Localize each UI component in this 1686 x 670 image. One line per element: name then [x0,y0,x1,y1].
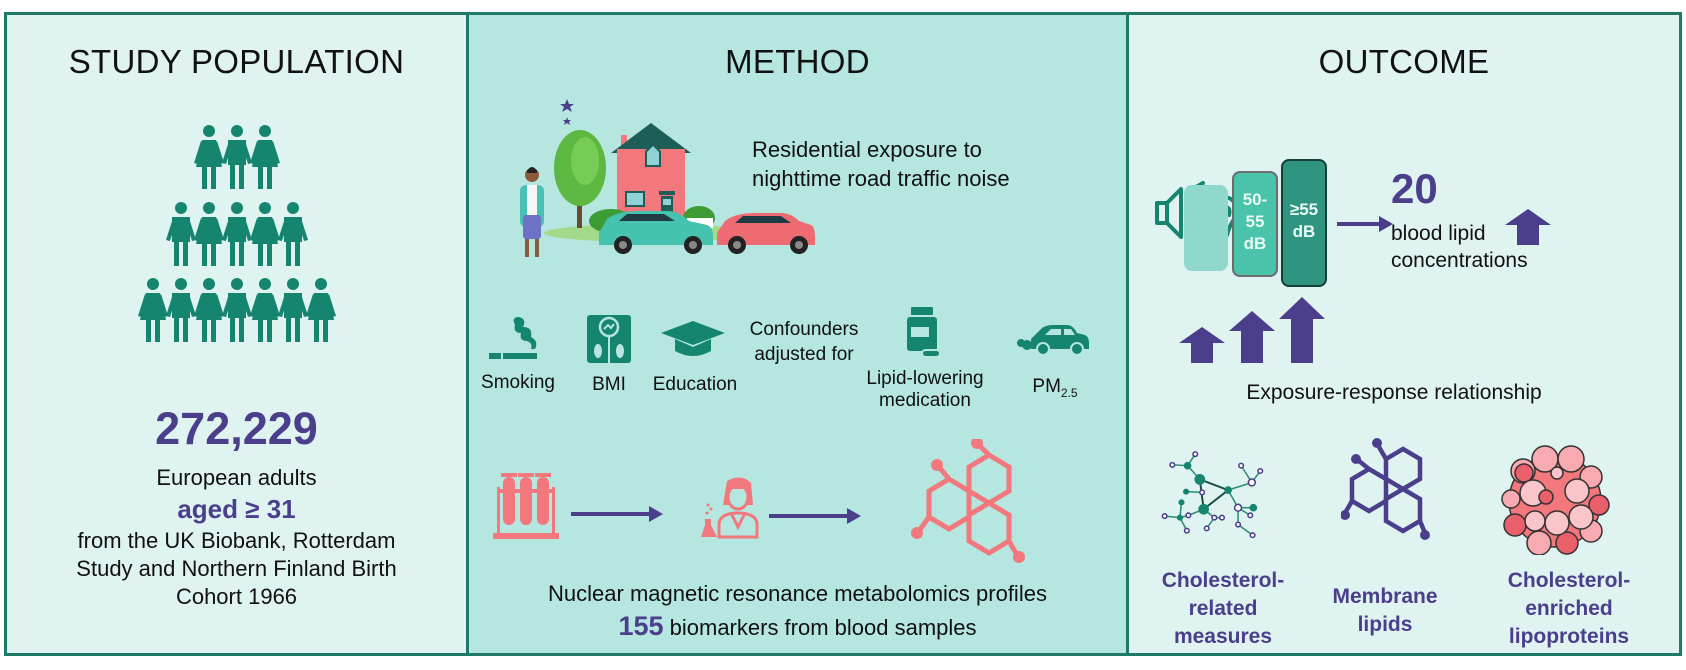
pm-subscript: 2.5 [1060,385,1078,400]
method-title: METHOD [725,43,870,80]
up-arrow-large-icon [1279,297,1325,363]
person-female-icon [250,278,280,342]
flow-arrow-1 [571,506,663,522]
person-female-icon [250,202,280,266]
person-female-icon [138,278,168,342]
lipoprotein-icon [1501,445,1610,555]
confounders-heading-line-1: Confounders [749,319,859,340]
person-female-icon [306,278,336,342]
person-male-icon [278,202,308,266]
car-exhaust-icon [1017,325,1089,356]
noise-level-55-plus-line-1: ≥55 [1289,200,1319,219]
star-icon [563,117,571,125]
person-male-icon [222,202,252,266]
category-2-line-1: Membrane [1332,585,1438,608]
person-female-icon [194,202,224,266]
confounder-label-medication: Lipid-lowering medication [861,368,989,412]
up-arrow-small-icon [1179,327,1225,363]
test-tubes-icon [493,473,559,539]
category-1-line-3: measures [1173,625,1273,648]
graduation-cap-icon [661,321,725,356]
lipid-count: 20 [1391,165,1438,212]
biomarker-count: 155 [618,611,664,641]
person-male-icon [166,278,196,342]
scientist-icon [701,477,759,539]
medication-line-2: medication [879,390,971,411]
infographic-frame: STUDY POPULATION 272,229 European adults… [4,12,1682,656]
person-male-icon [278,278,308,342]
person-male-icon [222,278,252,342]
smoking-icon [489,317,537,359]
car-teal-icon [599,211,713,254]
lipid-description: blood lipid concentrations [1391,220,1528,274]
bmi-scale-icon [587,315,631,363]
lipid-line-2: concentrations [1391,249,1528,272]
population-source-line-3: Cohort 1966 [175,584,298,609]
method-panel: METHOD [469,15,1129,653]
category-3-line-2: enriched [1525,597,1613,620]
category-1-line-2: related [1188,597,1258,620]
person-male-icon [166,202,196,266]
category-label-cholesterol-measures: Cholesterol- related measures [1129,567,1317,651]
study-population-title: STUDY POPULATION [68,43,405,80]
network-graph-icon [1161,451,1264,539]
exposure-response-label: Exposure-response relationship [1246,381,1542,404]
person-male-icon [222,125,252,189]
confounders-heading: Confounders adjusted for [739,317,869,367]
lipid-line-1: blood lipid [1391,222,1486,245]
confounder-label-education: Education [652,374,738,395]
exposure-line-1: Residential exposure to [752,137,982,162]
category-3-line-3: lipoproteins [1508,625,1630,648]
pill-bottle-icon [907,307,941,358]
outcome-arrow [1337,216,1393,232]
study-population-panel: STUDY POPULATION 272,229 European adults… [7,15,469,653]
category-3-line-1: Cholesterol- [1507,569,1631,592]
noise-level-50-55-line-2: 55 [1245,212,1265,231]
up-arrow-icon [1505,209,1551,245]
biomarker-summary: 155 biomarkers from blood samples [469,611,1126,643]
population-source-line-2: Study and Northern Finland Birth [76,556,397,581]
confounders-heading-line-2: adjusted for [754,344,854,365]
noise-level-55-plus: ≥55 dB [1281,159,1327,287]
medication-line-1: Lipid-lowering [866,368,984,389]
category-1-line-1: Cholesterol- [1161,569,1285,592]
outcome-title: OUTCOME [1318,43,1490,80]
noise-level-50-55-line-3: dB [1243,234,1267,253]
population-source-line-1: from the UK Biobank, Rotterdam [77,528,396,553]
noise-level-55-plus-line-2: dB [1292,222,1316,241]
person-female-icon [250,125,280,189]
noise-level-low [1184,185,1228,271]
noise-level-50-55-line-1: 50- [1242,190,1268,209]
confounder-label-pm25: PM2.5 [1015,376,1095,404]
moon-icon [519,95,565,141]
category-label-membrane-lipids: Membrane lipids [1305,583,1465,639]
membrane-molecule-icon [1341,438,1430,540]
car-red-icon [717,213,815,254]
population-count: 272,229 [155,403,318,454]
person-female-icon [194,278,224,342]
flow-arrow-2 [769,508,861,524]
category-2-line-2: lipids [1357,613,1413,636]
confounder-label-smoking: Smoking [481,372,555,393]
people-group-icon [138,125,336,342]
night-house-traffic-illustration [519,95,815,257]
category-label-lipoproteins: Cholesterol- enriched lipoproteins [1475,567,1663,651]
exposure-description: Residential exposure to nighttime road t… [752,135,1010,193]
nmr-description: Nuclear magnetic resonance metabolomics … [548,581,1047,606]
exposure-line-2: nighttime road traffic noise [752,166,1010,191]
pm-label: PM [1032,376,1061,397]
star-icon [560,99,574,112]
noise-level-50-55: 50- 55 dB [1232,171,1278,277]
confounder-label-bmi: BMI [592,374,626,395]
population-age: aged ≥ 31 [177,494,296,524]
biomarker-text: biomarkers from blood samples [669,615,977,640]
up-arrow-medium-icon [1229,311,1275,363]
population-descriptor: European adults [156,465,317,490]
outcome-panel: OUTCOME 50- 55 dB ≥55 [1129,15,1679,653]
molecule-icon [911,439,1025,563]
person-female-icon [194,125,224,189]
